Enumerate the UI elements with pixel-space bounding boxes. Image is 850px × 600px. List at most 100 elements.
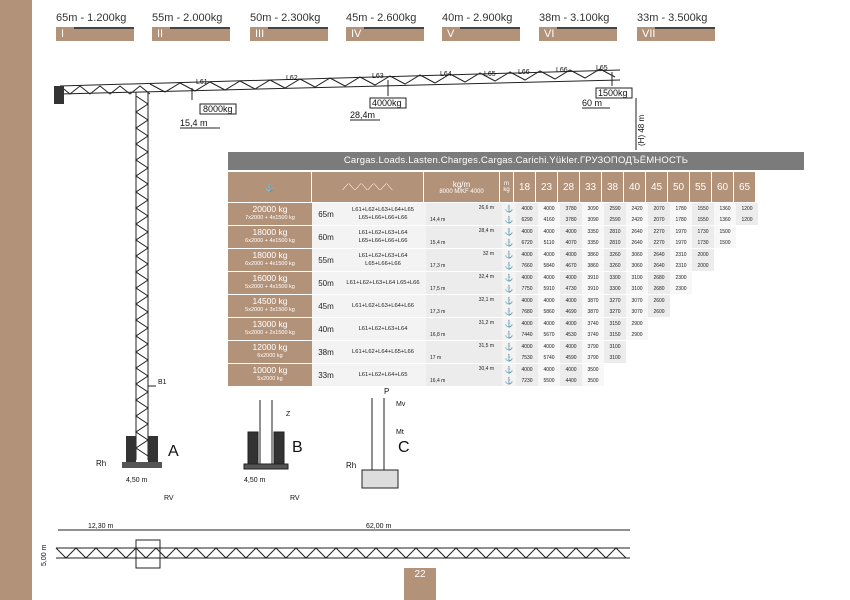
load-value-bottom: 4670: [565, 262, 577, 269]
load-cell: [670, 364, 692, 386]
rv-label-b: RV: [290, 495, 300, 502]
load-value-bottom: 3100: [609, 354, 621, 361]
table-title: Cargas.Loads.Lasten.Charges.Cargas.Caric…: [228, 152, 804, 170]
load-value-bottom: 2000: [697, 262, 709, 269]
load-value-bottom: 5740: [543, 354, 555, 361]
config-roman: I: [56, 27, 134, 41]
hook-icon: ⚓⚓: [502, 249, 516, 271]
load-value-bottom: 2420: [631, 216, 643, 223]
load-value-bottom: 7660: [521, 262, 533, 269]
jib-truss: [59, 68, 621, 95]
load-cell: [648, 318, 670, 340]
load-value-top: 4000: [565, 228, 577, 235]
load-value-bottom: 3350: [587, 239, 599, 246]
load-value-bottom: 5860: [543, 308, 555, 315]
load-value-top: 4000: [521, 343, 533, 350]
load-value-bottom: 4070: [565, 239, 577, 246]
row-config: L61+L62+L63+L64: [340, 318, 426, 340]
row-config: L61+L62+L64+L65: [340, 364, 426, 386]
load-value-bottom: 2680: [653, 285, 665, 292]
row-jib: 33m: [312, 364, 340, 386]
load-value-bottom: 5500: [543, 377, 555, 384]
config-label: 45m - 2.600kg: [346, 12, 417, 24]
distance-label-2: 28,4m: [350, 110, 375, 120]
load-cell: [736, 364, 758, 386]
base-b: [243, 400, 289, 470]
config-roman: VI: [539, 27, 617, 41]
row-load-kg: 14500 kg: [252, 296, 288, 306]
load-value-bottom: 3270: [609, 308, 621, 315]
load-value-bottom: 7530: [521, 354, 533, 361]
load-label-3: 1500kg: [598, 88, 628, 98]
load-value-bottom: 4590: [565, 354, 577, 361]
distance-head: 40: [624, 172, 646, 202]
bottom-dim-right: 62,00 m: [366, 523, 391, 530]
load-value-top: 4000: [565, 251, 577, 258]
config-label: 40m - 2.900kg: [442, 12, 513, 24]
load-value-bottom: 1730: [697, 239, 709, 246]
row-config: L61+L62+L64+L65+L66: [340, 341, 426, 363]
load-value-top: 3060: [631, 251, 643, 258]
config-roman: III: [250, 27, 328, 41]
m-kg-head: m kg: [500, 172, 514, 202]
load-value-top: 3150: [609, 320, 621, 327]
load-cell: [670, 341, 692, 363]
distance-head: 23: [536, 172, 558, 202]
config-label: 55m - 2.000kg: [152, 12, 223, 24]
load-value-top: 4000: [543, 251, 555, 258]
load-value-bottom: 4530: [565, 331, 577, 338]
load-value-bottom: 2600: [653, 308, 665, 315]
row-config: L61+L62+L63+L64 L65+L66+L66: [340, 249, 426, 271]
load-value-bottom: 2300: [675, 285, 687, 292]
row-pos-1: 26,6 m: [478, 205, 494, 211]
load-value-top: 4000: [521, 366, 533, 373]
load-value-top: 4000: [543, 228, 555, 235]
jib-segment-label: L66: [556, 67, 568, 74]
config-label: 33m - 3.500kg: [637, 12, 708, 24]
load-value-bottom: 5110: [543, 239, 555, 246]
load-value-bottom: 4730: [565, 285, 577, 292]
jib-icon: ⟋⟍⟋⟍⟋⟍⟋⟍: [312, 172, 424, 202]
row-pos-2: 17,3 m: [430, 263, 446, 269]
row-pos-2: 16,4 m: [430, 378, 446, 384]
hook-icon: ⚓⚓: [502, 203, 516, 225]
load-cell: [692, 364, 714, 386]
load-value-top: 4000: [521, 274, 533, 281]
row-load-sub: 5x2000 + 3x1500 kg: [245, 307, 295, 313]
load-value-bottom: 4400: [565, 377, 577, 384]
load-cell: [714, 364, 736, 386]
load-label-2: 4000kg: [372, 98, 402, 108]
load-label-1: 8000kg: [203, 104, 233, 114]
load-value-top: 4000: [565, 320, 577, 327]
load-value-bottom: 4160: [543, 216, 555, 223]
